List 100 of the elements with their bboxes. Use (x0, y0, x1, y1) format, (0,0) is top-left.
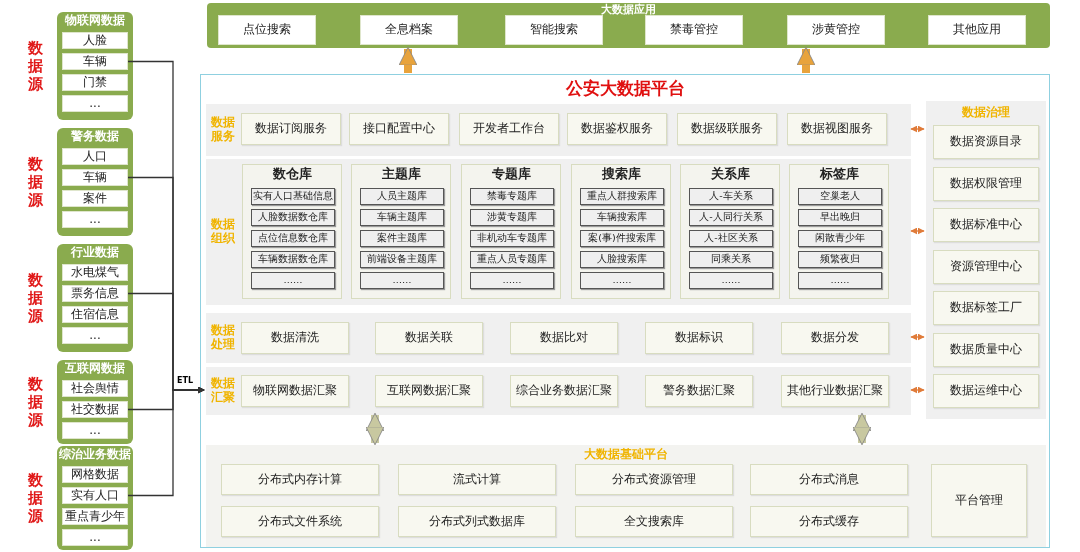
source-item: 门禁 (62, 74, 128, 91)
application-box: 其他应用 (928, 15, 1026, 45)
module-box: 数据订阅服务 (241, 113, 341, 145)
layer-band (206, 104, 911, 156)
module-box: 数据鉴权服务 (567, 113, 667, 145)
layer-label: 数据服务 (210, 116, 235, 144)
library-item: …… (360, 272, 444, 289)
library-item: 频繁夜归 (798, 251, 882, 268)
double-arrow (365, 412, 385, 446)
module-box: 分布式资源管理 (575, 464, 733, 495)
double-arrow (910, 386, 925, 394)
module-box: 数据清洗 (241, 322, 349, 354)
library-item: 人-车关系 (689, 188, 773, 205)
platform-panel (200, 74, 1050, 548)
module-box: 接口配置中心 (349, 113, 449, 145)
governance-panel (926, 101, 1046, 419)
application-box: 涉黄管控 (787, 15, 885, 45)
module-box: 数据标签工厂 (933, 291, 1039, 325)
source-item: ... (62, 529, 128, 546)
module-box: 分布式内存计算 (221, 464, 379, 495)
base-platform-band (206, 445, 1046, 547)
source-group (57, 244, 133, 352)
module-box: 分布式缓存 (750, 506, 908, 537)
library-panel (789, 164, 889, 299)
panel-title: 主题库 (381, 167, 421, 182)
panel-title: 数据治理 (962, 106, 1010, 120)
source-item: 住宿信息 (62, 306, 128, 323)
layer-label: 数据汇聚 (210, 377, 235, 405)
library-panel (351, 164, 451, 299)
group-title: 综治业务数据 (59, 448, 131, 462)
module-box: 平台管理 (931, 464, 1027, 537)
module-box: 开发者工作台 (459, 113, 559, 145)
source-group (57, 446, 133, 550)
platform-title: 公安大数据平台 (565, 79, 685, 99)
library-item: …… (798, 272, 882, 289)
edge-label: ETL (176, 376, 195, 385)
module-box: 数据权限管理 (933, 166, 1039, 201)
source-item: 人口 (62, 148, 128, 165)
library-item: 人脸搜索库 (580, 251, 664, 268)
library-item: 重点人群搜索库 (580, 188, 664, 205)
library-item: 闲散青少年 (798, 230, 882, 247)
library-item: 点位信息数仓库 (251, 230, 335, 247)
module-box: 数据标准中心 (933, 208, 1039, 242)
source-group (57, 12, 133, 120)
source-item: 实有人口 (62, 487, 128, 504)
module-box: 分布式文件系统 (221, 506, 379, 537)
application-band (207, 3, 1050, 48)
source-item: ... (62, 211, 128, 228)
library-item: 非机动车专题库 (470, 230, 554, 247)
source-label: 数据源 (28, 39, 44, 93)
library-item: …… (470, 272, 554, 289)
double-arrow (910, 227, 925, 235)
application-box: 全息档案 (360, 15, 458, 45)
library-item: 实有人口基础信息 (251, 188, 335, 205)
module-box: 全文搜索库 (575, 506, 733, 537)
source-item: 重点青少年 (62, 508, 128, 525)
library-item: 人-人同行关系 (689, 209, 773, 226)
library-panel (680, 164, 780, 299)
module-box: 资源管理中心 (933, 249, 1039, 284)
module-box: 数据资源目录 (933, 125, 1039, 159)
application-box: 点位搜索 (218, 15, 316, 45)
band-title: 大数据基础平台 (584, 448, 668, 462)
library-item: 车辆主题库 (360, 209, 444, 226)
library-item: 重点人员专题库 (470, 251, 554, 268)
library-item: 案(事)件搜索库 (580, 230, 664, 247)
module-box: 物联网数据汇聚 (241, 375, 349, 407)
application-box: 禁毒管控 (645, 15, 743, 45)
library-item: 车辆搜索库 (580, 209, 664, 226)
arrow (796, 46, 816, 73)
library-item: 人-社区关系 (689, 230, 773, 247)
source-item: 车辆 (62, 169, 128, 186)
source-label: 数据源 (28, 471, 44, 525)
module-box: 数据标识 (645, 322, 753, 354)
module-box: 数据分发 (781, 322, 889, 354)
library-item: 人脸数据数仓库 (251, 209, 335, 226)
group-title: 行业数据 (71, 246, 119, 260)
library-item: 车辆数据数仓库 (251, 251, 335, 268)
module-box: 数据比对 (510, 322, 618, 354)
module-box: 互联网数据汇聚 (375, 375, 483, 407)
library-item: 空巢老人 (798, 188, 882, 205)
double-arrow (910, 125, 925, 133)
library-item: 涉黄专题库 (470, 209, 554, 226)
layer-band (206, 367, 911, 415)
panel-title: 专题库 (491, 167, 531, 182)
source-label: 数据源 (28, 375, 44, 429)
source-item: 社交数据 (62, 401, 128, 418)
library-item: 人员主题库 (360, 188, 444, 205)
panel-title: 关系库 (710, 167, 750, 182)
group-title: 警务数据 (71, 130, 119, 144)
source-item: ... (62, 327, 128, 344)
module-box: 数据运维中心 (933, 374, 1039, 408)
library-panel (242, 164, 342, 299)
band-title: 大数据应用 (601, 4, 656, 17)
source-label: 数据源 (28, 271, 44, 325)
library-item: 同乘关系 (689, 251, 773, 268)
library-panel (571, 164, 671, 299)
layer-band (206, 159, 911, 305)
module-box: 分布式列式数据库 (398, 506, 556, 537)
group-title: 物联网数据 (65, 14, 125, 28)
layer-label: 数据组织 (210, 218, 235, 246)
